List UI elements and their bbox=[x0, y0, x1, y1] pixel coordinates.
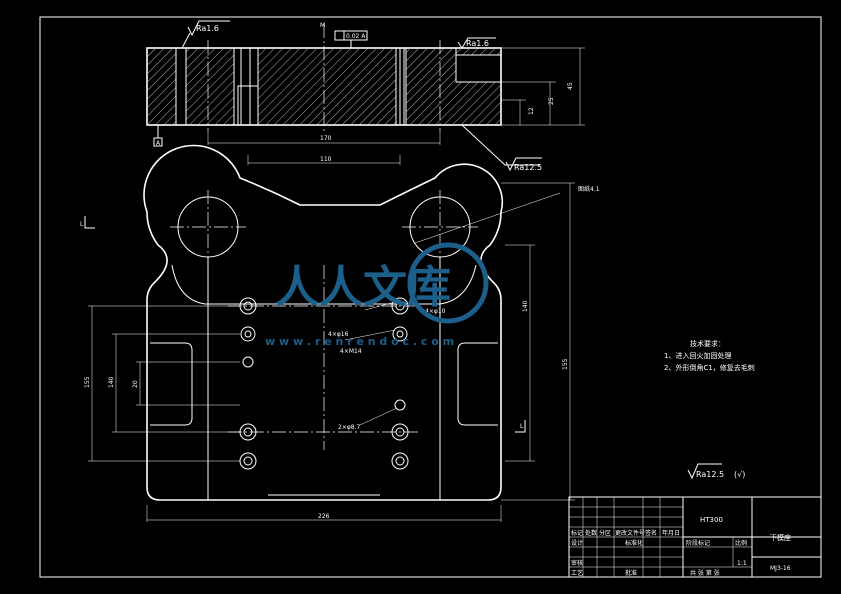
tb-r4-c1: 工艺 bbox=[571, 569, 583, 577]
scale: 1:1 bbox=[737, 560, 747, 567]
roughness-symbol-side bbox=[505, 157, 542, 172]
notes-line-1: 1、进入回火加固处理 bbox=[664, 351, 731, 360]
plan-view bbox=[84, 132, 575, 522]
roughness-bracket: (√) bbox=[734, 470, 745, 479]
watermark-text: 人人文库 bbox=[275, 262, 451, 313]
roughness-top-left: Ra1.6 bbox=[196, 24, 219, 33]
stage-label: 阶段标记 bbox=[686, 539, 710, 547]
label-holes-1: 4×φ10 bbox=[425, 308, 446, 315]
watermark-url: w w w . r e n r e n d o c . c o m bbox=[265, 335, 454, 348]
roughness-general: Ra12.5 bbox=[696, 470, 724, 479]
roughness-symbol-right bbox=[457, 37, 496, 49]
tb-r2-c4: 标准化 bbox=[625, 539, 643, 547]
label-holes-3: 4×M14 bbox=[340, 348, 362, 355]
dim-140: 140 bbox=[522, 300, 529, 312]
tb-r1-c1: 标记 bbox=[571, 529, 583, 537]
roughness-symbol-left bbox=[187, 20, 230, 37]
dim-thick: 25 bbox=[548, 97, 555, 105]
label-holes-2: 4×φ16 bbox=[328, 331, 349, 338]
datum-a: A bbox=[156, 140, 161, 147]
drawing-no: MJ3-16 bbox=[770, 565, 791, 572]
section-view bbox=[146, 24, 585, 166]
roughness-side: Ra12.5 bbox=[514, 163, 542, 172]
dim-step: 12 bbox=[528, 107, 535, 115]
top-mark: M bbox=[320, 22, 325, 29]
tb-r1-c2: 处数 bbox=[585, 529, 597, 537]
label-holes-4: 2×φ8.7 bbox=[338, 424, 361, 431]
section-mark-left: L bbox=[80, 221, 84, 228]
watermark: 人人文库 w w w . r e n r e n d o c . c o m bbox=[265, 242, 489, 348]
notes-title: 技术要求： bbox=[690, 339, 725, 348]
roughness-top-right: Ra1.6 bbox=[466, 39, 489, 48]
tb-r1-c4: 更改文件号 bbox=[615, 529, 645, 537]
datum-box bbox=[153, 137, 163, 147]
tb-r1-c5: 签名 bbox=[645, 529, 657, 537]
dim-170: 170 bbox=[320, 135, 332, 142]
ratio-label: 比例 bbox=[735, 539, 747, 547]
tb-r4-c4: 批准 bbox=[625, 569, 637, 577]
notes-line-2: 2、外形倒角C1，修复去毛刺 bbox=[664, 363, 755, 372]
tb-r1-c6: 年月日 bbox=[662, 529, 680, 537]
roughness-general-symbol bbox=[687, 463, 722, 480]
section-mark-right: L bbox=[520, 423, 524, 430]
material: HT300 bbox=[700, 516, 723, 524]
tb-r2-c1: 设计 bbox=[571, 539, 583, 547]
dim-20: 20 bbox=[132, 380, 139, 388]
label-part: 图纸4.1 bbox=[578, 185, 600, 193]
dim-100: 140 bbox=[108, 376, 115, 388]
flatness-value: 0.02 A bbox=[346, 33, 366, 40]
dim-height: 45 bbox=[567, 82, 574, 90]
part-name: 下模座 bbox=[770, 533, 791, 542]
tb-r1-c3: 分区 bbox=[599, 529, 611, 537]
sheets-label: 共 张 第 张 bbox=[690, 569, 720, 577]
tb-r3-c1: 审核 bbox=[571, 559, 583, 567]
title-block bbox=[568, 496, 822, 578]
dim-155: 155 bbox=[84, 376, 91, 388]
dim-overall: 155 bbox=[562, 358, 569, 370]
drawing-frame bbox=[39, 16, 822, 578]
dim-110: 110 bbox=[320, 156, 332, 163]
dim-226: 226 bbox=[318, 513, 330, 520]
